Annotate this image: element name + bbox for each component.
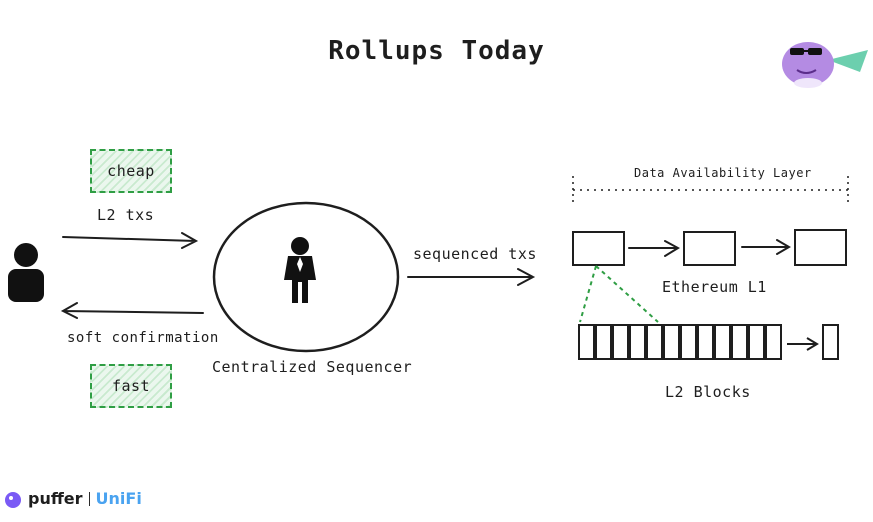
l2-blocks-label: L2 Blocks bbox=[665, 383, 751, 401]
l2-block bbox=[697, 324, 714, 360]
sequencer-circle bbox=[212, 201, 400, 353]
brand-puffer: puffer bbox=[28, 489, 83, 508]
l2-block bbox=[822, 324, 839, 360]
l2-block bbox=[680, 324, 697, 360]
soft-confirmation-arrow bbox=[60, 302, 204, 319]
cheap-tag: cheap bbox=[90, 149, 172, 193]
cheap-tag-label: cheap bbox=[107, 162, 155, 180]
sequenced-txs-label: sequenced txs bbox=[413, 245, 537, 263]
sequenced-txs-arrow bbox=[407, 268, 536, 286]
l2-block bbox=[714, 324, 731, 360]
brand-footer: puffer UniFi bbox=[6, 489, 142, 508]
l1-block bbox=[572, 231, 625, 266]
l2-txs-arrow bbox=[62, 232, 199, 249]
brand-unifi: UniFi bbox=[95, 489, 142, 508]
l2-block bbox=[595, 324, 612, 360]
puffer-logo-icon bbox=[5, 492, 21, 508]
page-title: Rollups Today bbox=[328, 36, 545, 66]
l1-chain-arrow bbox=[628, 240, 681, 257]
sequencer-label: Centralized Sequencer bbox=[212, 358, 413, 376]
l2-block bbox=[578, 324, 595, 360]
l2-batch-link bbox=[579, 265, 659, 323]
l2-block bbox=[731, 324, 748, 360]
l2-block bbox=[612, 324, 629, 360]
l2-blocks-row bbox=[578, 324, 839, 360]
l2-block bbox=[765, 324, 782, 360]
l2-block bbox=[748, 324, 765, 360]
puffer-mascot-icon bbox=[782, 42, 868, 88]
fast-tag: fast bbox=[90, 364, 172, 408]
da-layer-span bbox=[572, 176, 849, 204]
l2-block bbox=[629, 324, 646, 360]
l2-txs-label: L2 txs bbox=[97, 206, 155, 224]
ethereum-l1-label: Ethereum L1 bbox=[662, 278, 767, 296]
l2-chain-arrow bbox=[787, 337, 819, 351]
l1-chain-arrow bbox=[741, 239, 791, 255]
sequencer-person-icon bbox=[284, 237, 316, 303]
fast-tag-label: fast bbox=[111, 377, 151, 395]
l1-block bbox=[794, 229, 847, 266]
l2-block bbox=[646, 324, 663, 360]
user-icon bbox=[8, 243, 44, 302]
soft-confirmation-label: soft confirmation bbox=[67, 330, 219, 346]
brand-separator bbox=[88, 491, 90, 506]
da-layer-label: Data Availability Layer bbox=[634, 166, 812, 180]
l1-block bbox=[683, 231, 736, 266]
l2-block bbox=[663, 324, 680, 360]
